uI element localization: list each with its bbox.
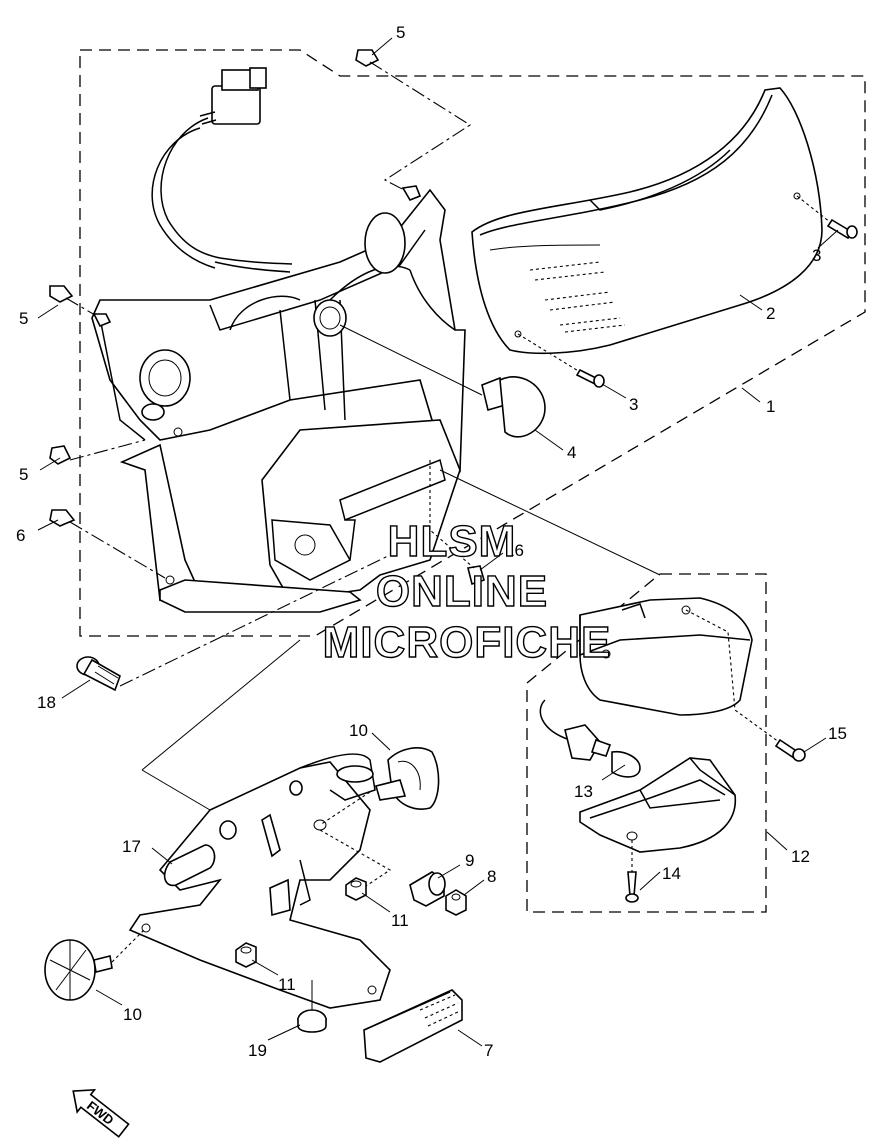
callout-5-mid: 5 [19,465,28,484]
watermark-line-2: ONLINE [376,567,548,616]
clip-nut-5-left [49,285,112,328]
callout-14: 14 [662,864,681,883]
assembly-boundary-12 [526,573,767,913]
callout-6: 6 [16,526,25,545]
callout-7: 7 [484,1041,493,1060]
wire-harness [151,67,293,273]
clip-nut-5-mid [49,439,146,465]
damper-10-upper [319,747,440,826]
callout-5-left: 5 [19,309,28,328]
callout-15: 15 [828,724,847,743]
tail-light-housing [91,188,466,613]
watermark-line-3: MICROFICHE [323,618,612,667]
nut-11-upper [345,877,367,901]
watermark-line-1: HLSM [388,517,517,566]
callout-17: 17 [122,837,141,856]
lens-texture [529,261,626,333]
tail-lens [471,87,823,355]
screw-3-lower [517,333,605,388]
callout-18: 18 [37,693,56,712]
damper-10-lower [44,927,147,1001]
callout-3-upper: 3 [812,246,821,265]
callout-11-upper: 11 [391,911,409,930]
callout-9: 9 [465,851,474,870]
callout-4: 4 [567,443,576,462]
license-light-assembly [439,469,791,751]
fwd-arrow-icon: FWD [72,1088,130,1138]
bolt-18 [76,554,391,692]
bulb-4 [339,324,546,438]
clip-nut-5-top [355,49,472,201]
damper-9 [409,871,446,907]
callout-5-top: 5 [396,23,405,42]
reflector-7 [363,989,463,1063]
callout-13: 13 [574,782,593,801]
watermark: HLSM ONLINE MICROFICHE [322,516,612,667]
screw-15 [774,738,806,762]
bulb-13 [539,699,641,778]
callout-1: 1 [766,397,775,416]
clip-16 [429,460,485,586]
assembly-boundary-1 [79,49,866,637]
license-bracket [128,639,392,1009]
callout-16: 16 [505,541,524,560]
callout-3-lower: 3 [629,395,638,414]
callout-2: 2 [766,304,775,323]
callout-19: 19 [248,1041,267,1060]
callout-10-lower: 10 [123,1005,142,1024]
callout-8: 8 [487,867,496,886]
leader-lines [37,37,839,1047]
screw-3-upper [796,195,858,240]
lens-14-housing [579,757,737,903]
clip-nut-6 [49,509,166,579]
callout-10-upper: 10 [349,721,368,740]
callout-11-lower: 11 [278,975,296,994]
callout-12: 12 [791,847,810,866]
collar-8 [445,889,467,916]
grommet-19 [297,980,327,1033]
